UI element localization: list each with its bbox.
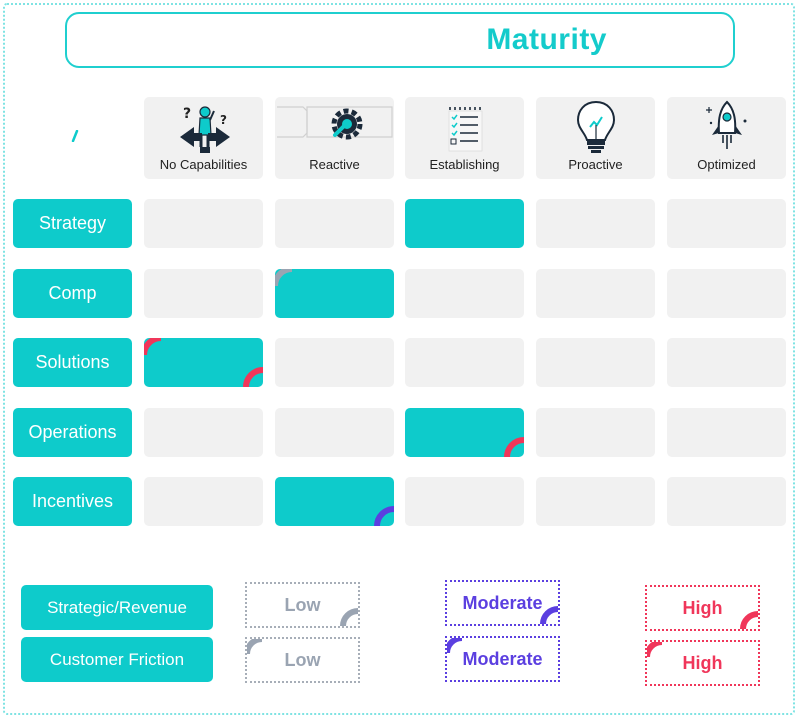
matrix-cell: [275, 199, 394, 248]
matrix-cell: [144, 199, 263, 248]
gear-wrench-icon: [277, 106, 393, 140]
legend-level-label: Moderate: [462, 592, 543, 613]
corner-arc: [647, 642, 663, 658]
stage-establishing: Establishing: [405, 97, 524, 179]
matrix-cell-active: [405, 199, 524, 248]
matrix-cell: [536, 338, 655, 387]
matrix-cell: [536, 269, 655, 318]
matrix-cell-active: [275, 477, 394, 526]
matrix-cell: [536, 199, 655, 248]
row-label-solutions: Solutions: [13, 338, 132, 387]
low-friction-marker: [275, 269, 293, 287]
crossroads-person-icon: ? ?: [180, 106, 230, 153]
stage-label: Reactive: [309, 157, 360, 172]
high-markers: [144, 338, 263, 387]
matrix-cell: [144, 477, 263, 526]
matrix-cell: [144, 408, 263, 457]
matrix-cell: [536, 477, 655, 526]
matrix-cell: [405, 338, 524, 387]
stage-label: Optimized: [697, 157, 756, 172]
corner-arc: [740, 611, 758, 629]
legend-level-label: Low: [284, 594, 321, 615]
legend-level-label: Moderate: [462, 648, 543, 669]
diagram-frame: [3, 3, 795, 715]
row-label-comp: Comp: [13, 269, 132, 318]
slash-mark: [71, 130, 79, 142]
corner-arc: [540, 606, 558, 624]
title-box: Maturity: [65, 12, 735, 68]
legend-level-label: Low: [284, 649, 321, 670]
svg-text:?: ?: [183, 106, 191, 122]
legend-high-strategic: High: [645, 585, 760, 631]
matrix-cell: [275, 408, 394, 457]
legend-customer-friction: Customer Friction: [21, 637, 213, 682]
matrix-cell: [536, 408, 655, 457]
checklist-icon: [448, 107, 483, 152]
stage-reactive: Reactive: [275, 97, 394, 179]
matrix-cell: [667, 477, 786, 526]
matrix-cell: [405, 477, 524, 526]
svg-text:?: ?: [220, 113, 227, 127]
matrix-cell: [405, 269, 524, 318]
stage-label: No Capabilities: [159, 157, 248, 172]
matrix-cell: [667, 269, 786, 318]
row-label-operations: Operations: [13, 408, 132, 457]
lightbulb-icon: [576, 100, 616, 153]
rocket-icon: [706, 100, 747, 149]
matrix-cell: [667, 338, 786, 387]
legend-level-label: High: [682, 597, 723, 618]
corner-arc: [247, 639, 263, 655]
moderate-marker: [374, 506, 394, 526]
row-label-strategy: Strategy: [13, 199, 132, 248]
matrix-cell: [144, 269, 263, 318]
stage-no-capabilities: ? ? No Capabilities: [144, 97, 263, 179]
legend-strategic-revenue: Strategic/Revenue: [21, 585, 213, 630]
matrix-cell: [275, 338, 394, 387]
diagram-title: Maturity: [486, 23, 607, 56]
stage-optimized: Optimized: [667, 97, 786, 179]
legend-low-strategic: Low: [245, 582, 360, 628]
legend-moderate-friction: Moderate: [445, 636, 560, 682]
matrix-cell-active: [144, 338, 263, 387]
matrix-cell: [667, 199, 786, 248]
legend-level-label: High: [682, 652, 723, 673]
matrix-cell-active: [405, 408, 524, 457]
matrix-cell-active: [275, 269, 394, 318]
corner-arc: [447, 638, 463, 654]
legend-high-friction: High: [645, 640, 760, 686]
stage-label: Establishing: [429, 157, 500, 172]
row-label-incentives: Incentives: [13, 477, 132, 526]
matrix-cell: [667, 408, 786, 457]
legend-moderate-strategic: Moderate: [445, 580, 560, 626]
legend-low-friction: Low: [245, 637, 360, 683]
high-marker: [504, 437, 524, 457]
stage-proactive: Proactive: [536, 97, 655, 179]
corner-arc: [340, 608, 358, 626]
stage-label: Proactive: [568, 157, 623, 172]
